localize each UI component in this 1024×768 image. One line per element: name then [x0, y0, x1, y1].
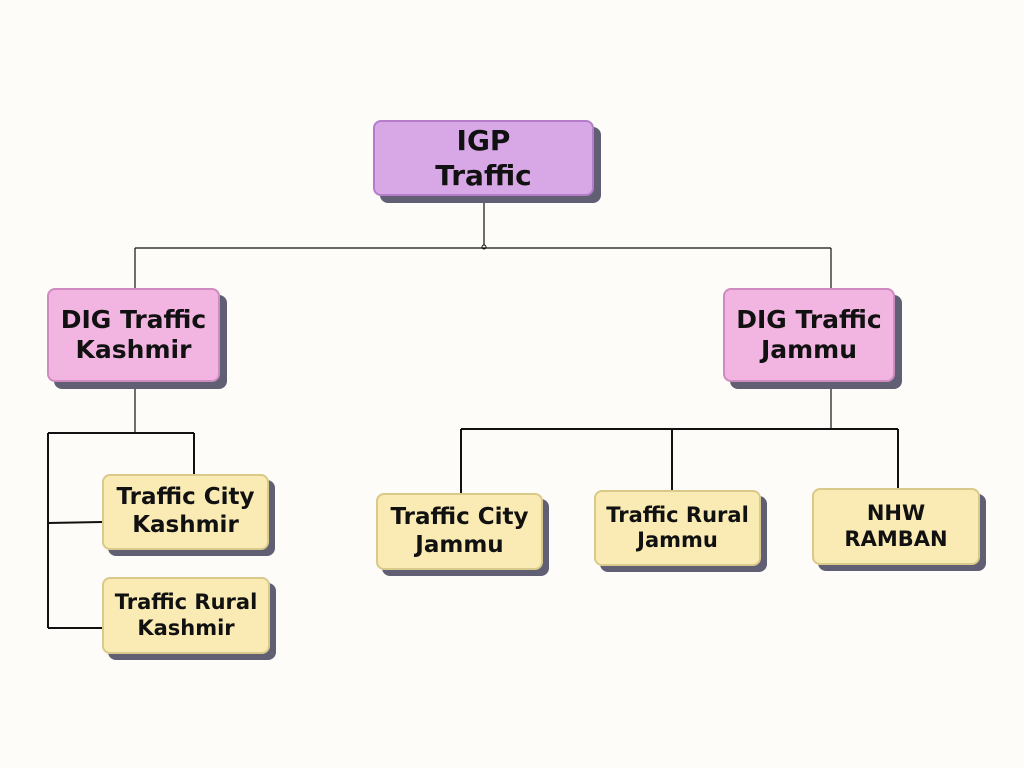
traffic-city-kashmir-node: Traffic City Kashmir: [102, 474, 269, 550]
connector-kashmir-city-branch: [47, 521, 103, 524]
dig-traffic-kashmir-node: DIG Traffic Kashmir: [47, 288, 220, 382]
igp-traffic-node: IGP Traffic: [373, 120, 594, 196]
traffic-city-jammu-node: Traffic City Jammu: [376, 493, 543, 570]
traffic-rural-kashmir-node: Traffic Rural Kashmir: [102, 577, 270, 654]
traffic-rural-jammu-node: Traffic Rural Jammu: [594, 490, 761, 566]
nhw-ramban-node: NHW RAMBAN: [812, 488, 980, 565]
dig-traffic-jammu-node: DIG Traffic Jammu: [723, 288, 895, 382]
